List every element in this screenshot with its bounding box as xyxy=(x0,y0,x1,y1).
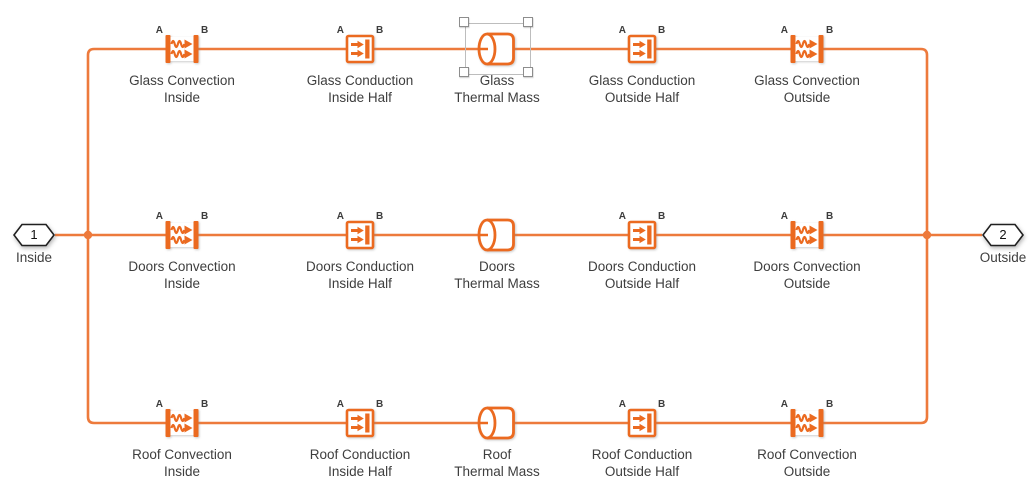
port-outside[interactable]: 2 xyxy=(981,223,1025,247)
port-inside-label: Inside xyxy=(15,250,53,265)
convection-icon xyxy=(790,409,824,437)
thermal-mass-icon xyxy=(477,406,515,440)
port-b-label: B xyxy=(826,25,834,36)
port-a-label: A xyxy=(780,25,788,36)
thermal-mass-icon xyxy=(477,32,515,66)
port-b-label: B xyxy=(201,25,209,36)
thermal-mass-icon xyxy=(477,218,515,252)
port-b-label: B xyxy=(201,399,209,410)
port-a-label: A xyxy=(336,211,344,222)
port-a-label: A xyxy=(618,399,626,410)
port-inside[interactable]: 1 xyxy=(12,223,56,247)
conduction-icon xyxy=(627,34,657,64)
junction-dot-right xyxy=(922,230,932,240)
conduction-icon xyxy=(345,220,375,250)
port-b-label: B xyxy=(201,211,209,222)
port-a-label: A xyxy=(155,211,163,222)
port-a-label: A xyxy=(780,211,788,222)
port-b-label: B xyxy=(376,25,384,36)
connection-port-icon xyxy=(12,223,56,247)
conduction-icon xyxy=(627,408,657,438)
port-b-label: B xyxy=(826,211,834,222)
selection-outline xyxy=(465,23,531,75)
junction-dot-left xyxy=(83,230,93,240)
port-a-label: A xyxy=(780,399,788,410)
selection-handle-bottom-right[interactable] xyxy=(523,67,533,77)
port-b-label: B xyxy=(376,211,384,222)
convection-icon xyxy=(165,409,199,437)
convection-icon xyxy=(790,35,824,63)
selection-handle-top-left[interactable] xyxy=(459,17,469,27)
port-number: 1 xyxy=(30,227,38,242)
port-b-label: B xyxy=(826,399,834,410)
port-b-label: B xyxy=(658,211,666,222)
connection-port-icon xyxy=(981,223,1025,247)
conduction-icon xyxy=(627,220,657,250)
wire-outer-loop[interactable] xyxy=(86,47,929,425)
conduction-icon xyxy=(345,408,375,438)
port-a-label: A xyxy=(336,399,344,410)
port-b-label: B xyxy=(658,25,666,36)
port-b-label: B xyxy=(376,399,384,410)
port-number: 2 xyxy=(999,227,1007,242)
port-a-label: A xyxy=(336,25,344,36)
convection-icon xyxy=(165,221,199,249)
conduction-icon xyxy=(345,34,375,64)
port-a-label: A xyxy=(618,211,626,222)
convection-icon xyxy=(165,35,199,63)
port-outside-label: Outside xyxy=(979,250,1027,265)
selection-handle-top-right[interactable] xyxy=(523,17,533,27)
selection-handle-bottom-left[interactable] xyxy=(459,67,469,77)
port-a-label: A xyxy=(155,399,163,410)
port-a-label: A xyxy=(618,25,626,36)
port-a-label: A xyxy=(155,25,163,36)
port-b-label: B xyxy=(658,399,666,410)
convection-icon xyxy=(790,221,824,249)
